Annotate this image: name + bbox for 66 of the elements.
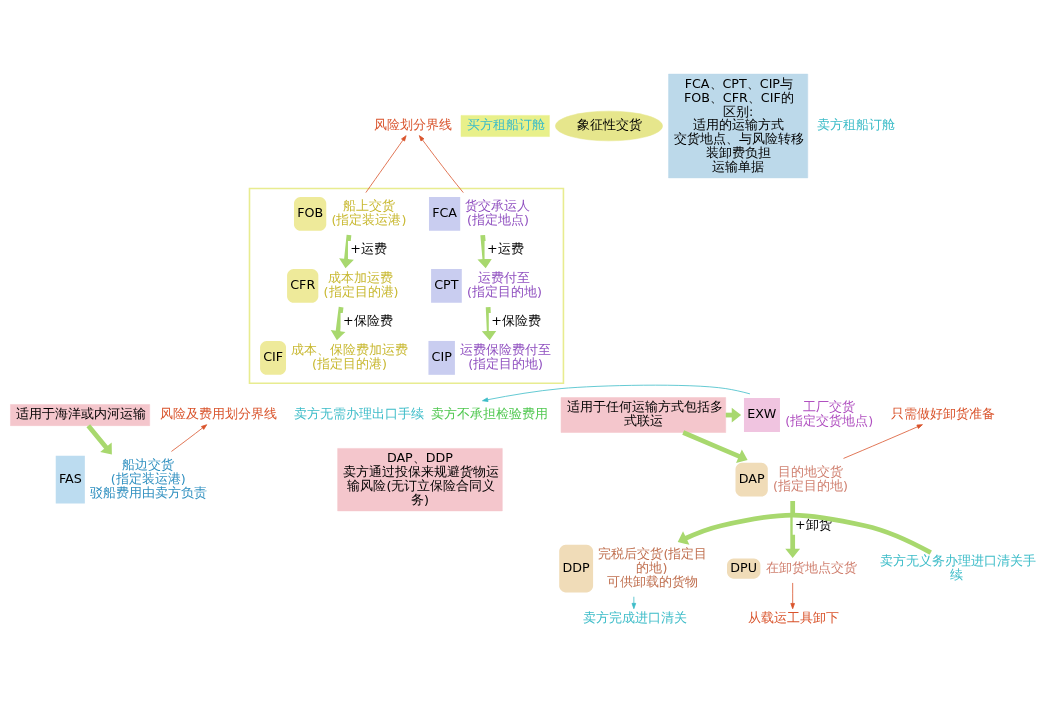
- node-label: 成本、保险费加运费: [291, 341, 409, 357]
- arrow: [677, 512, 932, 555]
- node-label: (指定目的地): [467, 283, 542, 299]
- node-label: 工厂交货: [802, 398, 855, 414]
- node-label: (指定目的港): [311, 355, 387, 371]
- node-box: DAP: [735, 462, 768, 497]
- arrow: [477, 234, 493, 268]
- arrow: [418, 134, 464, 193]
- node-box: FCA: [428, 196, 461, 231]
- arrow: [365, 134, 407, 193]
- node-label: 成本加运费: [328, 269, 394, 285]
- node-box: 买方租船订舱: [460, 114, 550, 137]
- edge-label: +保险费: [342, 312, 393, 328]
- arrow: [339, 234, 354, 268]
- node-label: 完税后交货(指定目的地): [598, 545, 708, 575]
- arrow: [86, 423, 112, 455]
- edge-label: +运费: [486, 240, 524, 256]
- node-box: DDP: [559, 544, 594, 592]
- node-label: 运费保险费付至: [460, 341, 552, 357]
- edge-label: +保险费: [491, 312, 541, 328]
- node-text: 卖方完成进口清关: [582, 609, 687, 625]
- node-label: 在卸货地点交货: [765, 559, 857, 575]
- node-box: CFR: [287, 268, 319, 303]
- node-box: 适用于任何运输方式包括多式联运: [560, 396, 726, 433]
- node-label: 船边交货: [121, 456, 174, 472]
- node-box: CIP: [428, 340, 455, 375]
- node-box: FCA、CPT、CIP与FOB、CFR、CIF的区别: 适用的运输方式 交货地点、与风险转移 装卸费负担 运输单据: [668, 73, 809, 178]
- node-box: DPU: [727, 558, 761, 579]
- node-box: FAS: [55, 455, 85, 503]
- node-box: CIF: [260, 340, 287, 375]
- node-text: 卖方无义务办理进口清关手续: [880, 552, 1037, 582]
- node-label: 货交承运人: [465, 197, 531, 213]
- node-label: (指定目的地): [468, 355, 544, 371]
- node-label: (指定装运港): [110, 470, 186, 486]
- arrow: [481, 306, 497, 340]
- arrow: [171, 423, 208, 452]
- node-box: FOB: [293, 196, 327, 231]
- node-label: 卖方不承担检验费用: [430, 405, 548, 421]
- node-label: (指定目的港): [323, 283, 399, 299]
- arrow: [843, 423, 923, 459]
- node-text: 卖方无需办理出口手续: [294, 405, 425, 421]
- arrow: [785, 500, 801, 558]
- node-box: EXW: [743, 397, 780, 432]
- arrow: [790, 582, 795, 609]
- node-text: 从载运工具卸下: [747, 609, 839, 625]
- node-box: 适用于海洋或内河运输: [10, 403, 150, 426]
- node-label: 船上交货: [342, 197, 395, 213]
- arrow: [631, 595, 637, 609]
- node-text: 只需做好卸货准备: [890, 405, 995, 421]
- edge-label: +运费: [350, 240, 387, 256]
- arrow: [482, 384, 751, 402]
- node-label: (指定地点): [467, 211, 529, 227]
- node-text: 风险划分界线: [374, 116, 453, 132]
- node-text: 风险及费用划分界线: [159, 405, 277, 421]
- node-label: 运费付至: [478, 269, 531, 285]
- node-ellipse: 象征性交货: [555, 110, 663, 141]
- node-label: (指定装运港): [331, 211, 407, 227]
- node-label: 驳船费用由卖方负责: [90, 484, 208, 500]
- arrow: [682, 429, 748, 463]
- arrow: [330, 306, 346, 340]
- node-label: 可供卸载的货物: [607, 573, 699, 589]
- node-box: DAP、DDP 卖方通过投保来规避货物运输风险(无订立保险合同义务): [337, 447, 503, 511]
- node-box: CPT: [431, 268, 462, 303]
- node-label: (指定目的地): [773, 477, 848, 493]
- node-label: 目的地交货: [777, 463, 843, 479]
- cluster: [248, 187, 565, 384]
